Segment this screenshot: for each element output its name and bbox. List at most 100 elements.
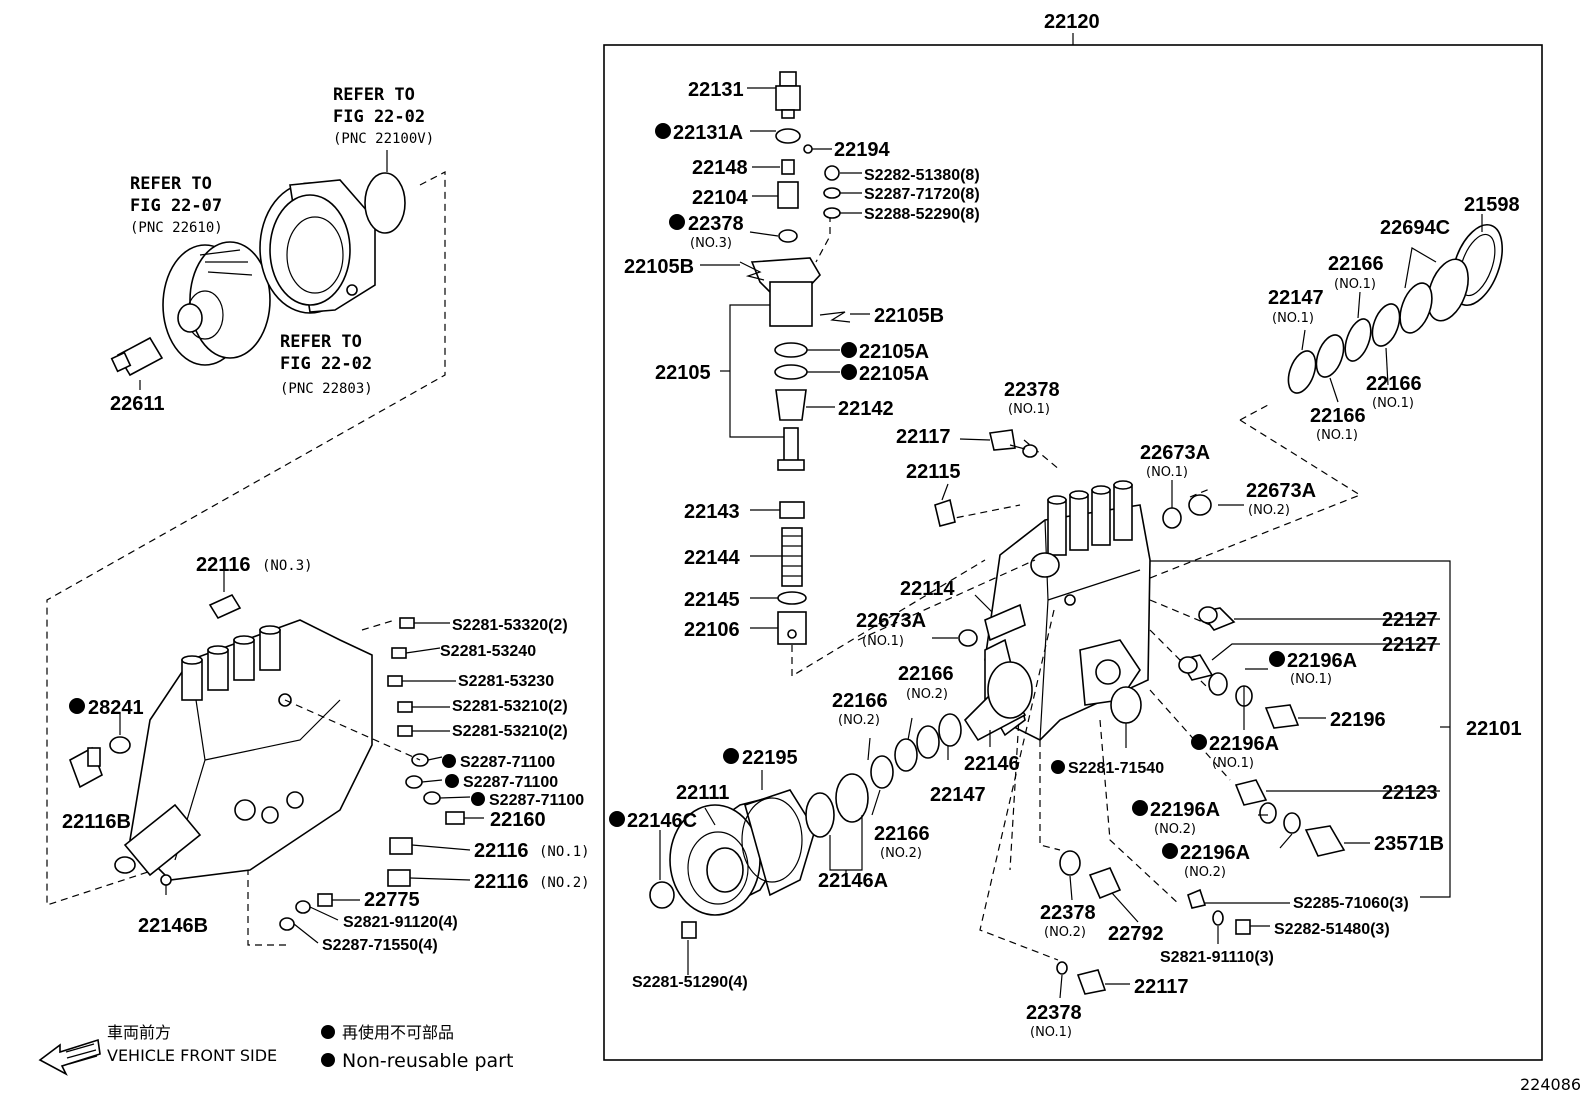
svg-text:22694C: 22694C [1380, 217, 1450, 239]
svg-text:(NO.2): (NO.2) [906, 687, 948, 702]
oring-drawing [364, 150, 406, 234]
svg-text:(NO.1): (NO.1) [1030, 1025, 1072, 1040]
legend-nonreuse-jp: 再使用不可部品 [342, 1023, 454, 1042]
svg-text:22673A: 22673A [1140, 442, 1210, 464]
svg-text:22145: 22145 [684, 589, 740, 611]
svg-text:22146A: 22146A [818, 870, 888, 892]
svg-text:(NO.1): (NO.1) [1146, 465, 1188, 480]
svg-text:(NO.2): (NO.2) [1184, 865, 1226, 880]
svg-text:(NO.2): (NO.2) [1044, 925, 1086, 940]
svg-text:22106: 22106 [684, 619, 740, 641]
svg-text:S2281-53320(2): S2281-53320(2) [452, 617, 568, 634]
svg-text:S2282-51380(8): S2282-51380(8) [864, 167, 980, 184]
ring-leader-lines [1301, 214, 1483, 403]
svg-text:22131A: 22131A [673, 122, 743, 144]
svg-text:S2281-53240: S2281-53240 [440, 643, 536, 660]
svg-text:22378: 22378 [1040, 902, 1096, 924]
sub-assembly-number: 22101 [1466, 718, 1522, 740]
svg-text:22775: 22775 [364, 889, 420, 911]
delivery-valve-stack-drawing [739, 71, 851, 645]
svg-text:22115: 22115 [906, 461, 961, 483]
svg-text:REFER TO: REFER TO [130, 174, 212, 194]
shaft-drawing [110, 336, 164, 377]
svg-text:22166: 22166 [1366, 373, 1422, 395]
figure-code: 224086 [1520, 1075, 1581, 1094]
svg-text:22166: 22166 [1310, 405, 1366, 427]
plug-22116B-drawing [69, 746, 103, 789]
svg-text:REFER TO: REFER TO [333, 85, 415, 105]
svg-text:(NO.1): (NO.1) [539, 844, 590, 860]
injection-pump-body-drawing [114, 619, 373, 881]
svg-text:22105B: 22105B [624, 256, 694, 278]
svg-text:22673A: 22673A [856, 610, 926, 632]
svg-text:(NO.3): (NO.3) [690, 236, 732, 251]
assembly-number: 22120 [1044, 11, 1100, 33]
svg-text:22148: 22148 [692, 157, 748, 179]
svg-text:(PNC 22803): (PNC 22803) [280, 381, 373, 397]
gasket-28241-drawing [109, 736, 131, 754]
svg-text:22142: 22142 [838, 398, 894, 420]
svg-text:28241: 28241 [88, 697, 144, 719]
svg-text:22127: 22127 [1382, 634, 1438, 656]
svg-text:22146B: 22146B [138, 915, 208, 937]
svg-text:S2288-52290(8): S2288-52290(8) [864, 206, 980, 223]
svg-text:22114: 22114 [900, 578, 955, 600]
svg-text:22111: 22111 [676, 782, 729, 804]
bearing-ring-stack-drawing [1287, 224, 1503, 394]
svg-text:22146: 22146 [964, 753, 1020, 775]
svg-text:S2287-71100: S2287-71100 [489, 792, 584, 809]
svg-text:22123: 22123 [1382, 782, 1438, 804]
svg-text:22147: 22147 [930, 784, 986, 806]
key-22146B-drawing [160, 874, 172, 886]
svg-text:22146C: 22146C [627, 810, 697, 832]
svg-text:22147: 22147 [1268, 287, 1324, 309]
left-leader-lines [284, 619, 484, 944]
svg-text:22196A: 22196A [1287, 650, 1357, 672]
svg-text:23571B: 23571B [1374, 833, 1444, 855]
svg-text:(NO.1): (NO.1) [1334, 277, 1376, 292]
svg-text:22160: 22160 [490, 809, 546, 831]
nonreuse-dot-icon [321, 1025, 335, 1039]
svg-text:22117: 22117 [1134, 976, 1189, 998]
refer-box-2: REFER TO FIG 22-07 (PNC 22610) [130, 174, 223, 236]
svg-text:(PNC 22100V): (PNC 22100V) [333, 131, 434, 147]
right-fittings-drawing [1178, 606, 1346, 935]
svg-text:22105A: 22105A [859, 363, 929, 385]
bottom-small-parts-drawing [1056, 850, 1122, 995]
svg-text:22166: 22166 [898, 663, 954, 685]
svg-text:(NO.1): (NO.1) [862, 634, 904, 649]
pump-housing-drawing [259, 179, 376, 314]
valve-labels: 22131 22131A 22194 22148 S2282-51380(8) … [624, 79, 980, 641]
drive-leader-lines [659, 717, 991, 975]
svg-text:22105B: 22105B [874, 305, 944, 327]
svg-text:(NO.2): (NO.2) [539, 875, 590, 891]
svg-text:22131: 22131 [688, 79, 744, 101]
valve-leader-lines [700, 87, 870, 629]
svg-text:22792: 22792 [1108, 923, 1164, 945]
svg-text:S2281-53210(2): S2281-53210(2) [452, 698, 568, 715]
svg-text:22116: 22116 [196, 554, 251, 576]
svg-text:FIG 22-07: FIG 22-07 [130, 196, 222, 216]
svg-text:S2821-91120(4): S2821-91120(4) [343, 914, 458, 931]
svg-text:22378: 22378 [688, 213, 744, 235]
svg-text:FIG 22-02: FIG 22-02 [333, 107, 425, 127]
svg-text:22116B: 22116B [62, 811, 131, 833]
svg-text:(NO.2): (NO.2) [1154, 822, 1196, 837]
legend-nonreuse-en: Non-reusable part [342, 1050, 513, 1072]
svg-text:S2281-51290(4): S2281-51290(4) [632, 974, 748, 991]
svg-text:S2281-53210(2): S2281-53210(2) [452, 723, 568, 740]
nonreuse-dot-icon-2 [321, 1053, 335, 1067]
label-22611: 22611 [110, 393, 165, 415]
svg-text:(NO.1): (NO.1) [1212, 756, 1254, 771]
svg-text:S2287-71720(8): S2287-71720(8) [864, 186, 980, 203]
svg-text:(NO.1): (NO.1) [1272, 311, 1314, 326]
svg-text:S2287-71100: S2287-71100 [460, 754, 555, 771]
vehicle-front-arrow-icon [38, 1038, 101, 1076]
svg-text:22104: 22104 [692, 187, 748, 209]
svg-text:22166: 22166 [874, 823, 930, 845]
svg-text:(NO.3): (NO.3) [262, 558, 313, 574]
svg-text:22144: 22144 [684, 547, 740, 569]
svg-text:22116: 22116 [474, 871, 529, 893]
left-labels: 22116 (NO.3) 28241 22116B 22146B S2281-5… [62, 554, 590, 954]
